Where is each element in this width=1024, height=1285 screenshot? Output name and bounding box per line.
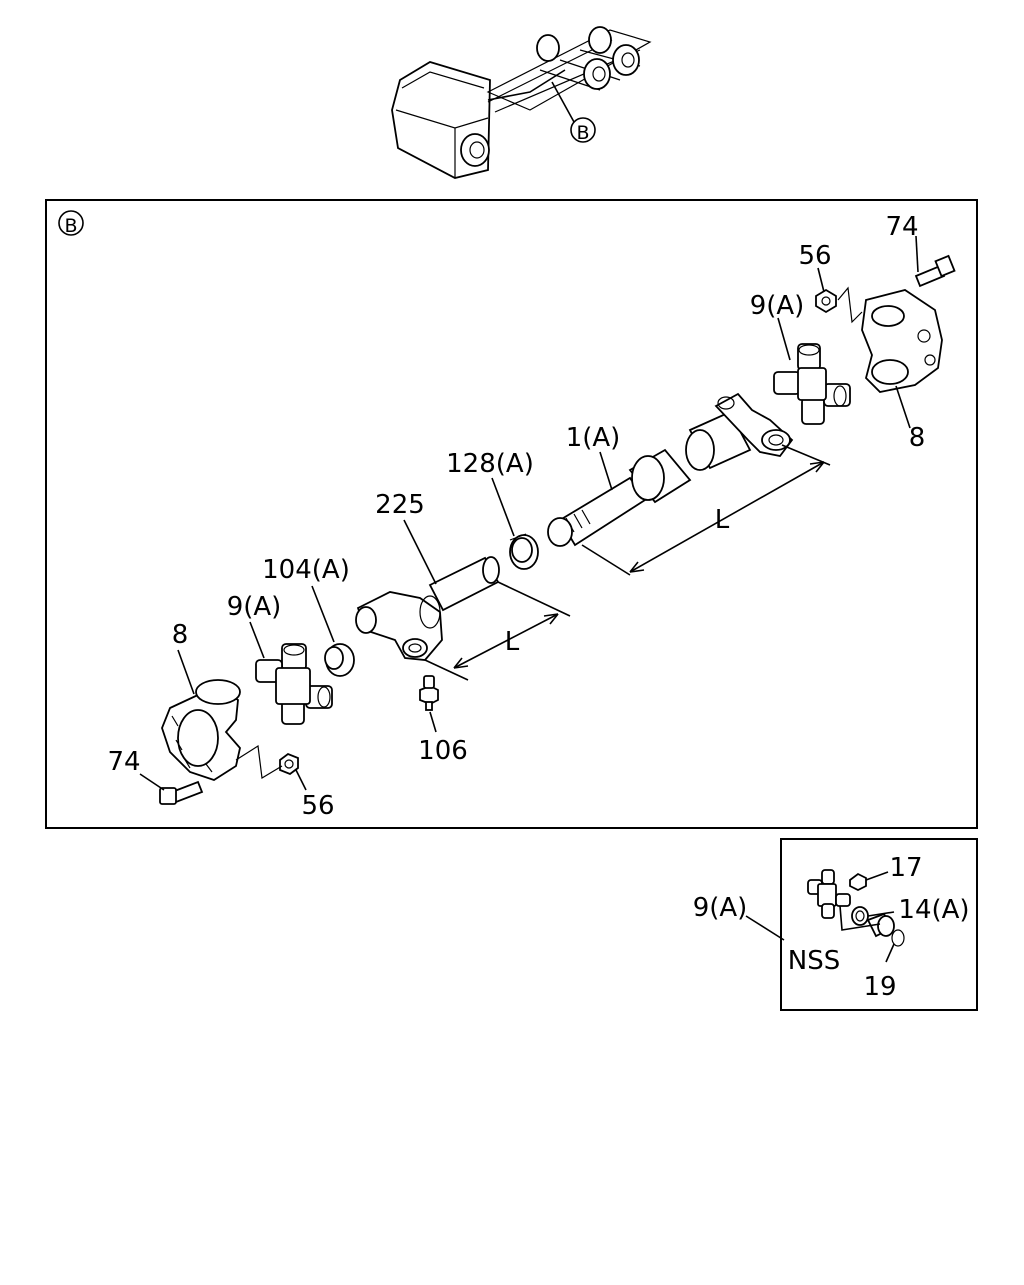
- overview-callout: B: [576, 122, 589, 144]
- label-128a: 128(A): [446, 449, 534, 479]
- bearing-cup: [324, 643, 355, 677]
- leader-lines: [139, 235, 919, 791]
- dim-label-lower: L: [505, 627, 520, 657]
- detail-leaders: [745, 871, 895, 963]
- label-1a: 1(A): [566, 423, 621, 453]
- seal-ring: [509, 533, 539, 570]
- label-9a-detail: 9(A): [693, 893, 748, 923]
- flange-yoke-right: [861, 289, 943, 393]
- label-8-right: 8: [909, 423, 926, 453]
- nut-bottom: [279, 752, 299, 776]
- universal-joint-left: [255, 643, 333, 725]
- label-9a-top: 9(A): [750, 291, 805, 321]
- flange-yoke-left: [161, 679, 241, 781]
- label-9a-left: 9(A): [227, 592, 282, 622]
- label-nss: NSS: [788, 946, 840, 976]
- bolt-bottom: [159, 780, 204, 805]
- truck-overview: B: [391, 26, 652, 179]
- dimension-upper: L: [581, 444, 831, 576]
- propeller-shaft-tube: [547, 392, 794, 547]
- bolt-top: [914, 254, 956, 288]
- label-17: 17: [889, 853, 922, 883]
- slip-yoke: [355, 556, 500, 661]
- nut-top: [815, 288, 837, 314]
- label-8-left: 8: [172, 620, 189, 650]
- dim-label-upper: L: [715, 505, 730, 535]
- label-104a: 104(A): [262, 555, 350, 585]
- label-74-bottom: 74: [107, 747, 140, 777]
- universal-joint-right: [773, 343, 851, 425]
- universal-joint-kit: [807, 869, 905, 947]
- label-56-top: 56: [798, 241, 831, 271]
- main-box-tag: B: [64, 215, 77, 237]
- dimension-lower: L: [424, 581, 571, 681]
- main-detail-frame: [45, 199, 978, 829]
- label-19: 19: [863, 972, 896, 1002]
- label-225: 225: [375, 490, 425, 520]
- label-56-bottom: 56: [301, 791, 334, 821]
- nss-detail-frame: [780, 838, 978, 1011]
- main-box-tag-circle: [58, 210, 84, 236]
- grease-fitting: [419, 675, 439, 711]
- label-74-top: 74: [885, 212, 918, 242]
- label-14a: 14(A): [898, 895, 969, 925]
- label-106: 106: [418, 736, 468, 766]
